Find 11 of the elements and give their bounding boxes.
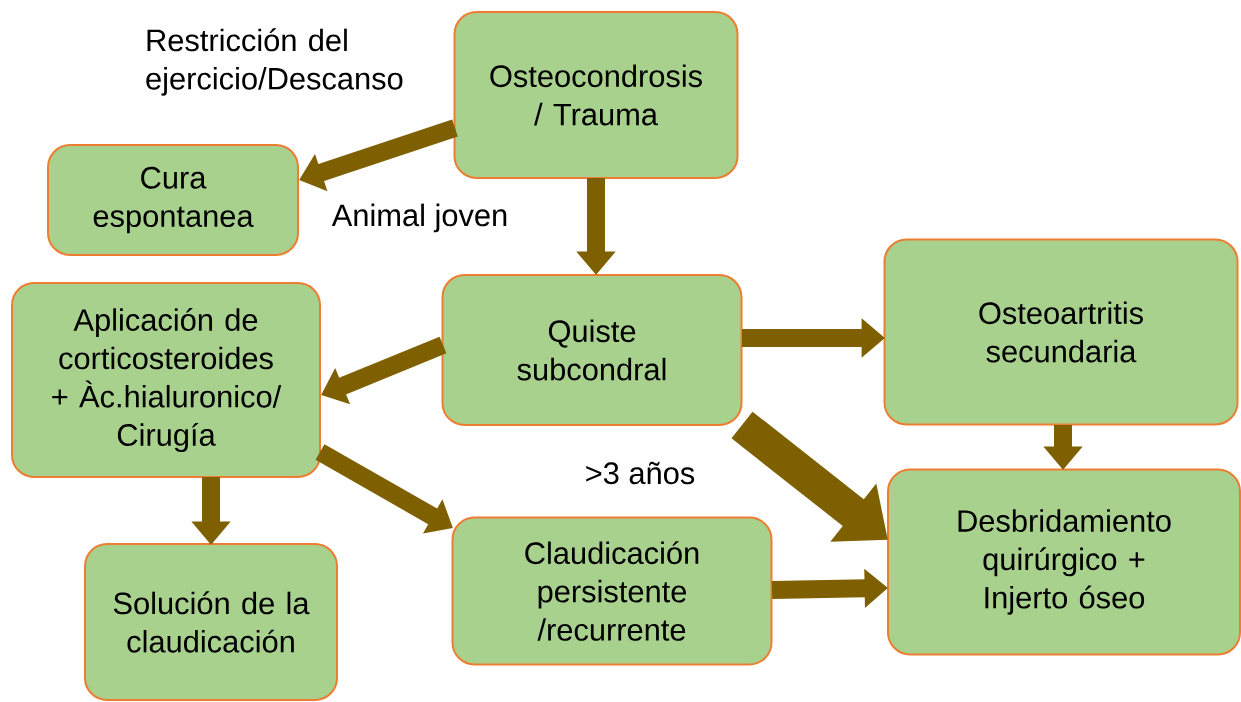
process-box: Cura espontanea [47, 144, 299, 256]
process-box: Quiste subcondral [441, 274, 743, 426]
process-box: Solución de la claudicación [84, 543, 338, 701]
note-label: Animal joven [331, 203, 507, 233]
process-box: Aplicación de corticosteroides + Àc.hialuronico/ Cirugía [11, 282, 321, 478]
process-box: Osteoartritis secundaria [883, 238, 1239, 426]
note-label: >3 años [586, 461, 695, 485]
process-box: Osteocondrosis / Trauma [453, 11, 739, 179]
edge-label: Restricción del ejercicio/Descanso [143, 26, 427, 98]
process-box: Claudicación persistente /recurrente [451, 516, 773, 666]
process-box: Desbridamiento quirúrgico + Injerto óseo [887, 468, 1241, 656]
